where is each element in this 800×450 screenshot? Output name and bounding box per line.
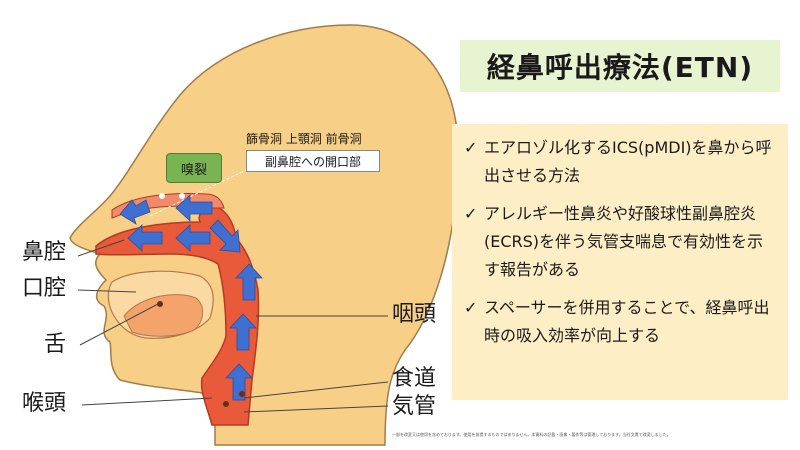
head-silhouette [69, 24, 459, 446]
sinus-dot [159, 193, 165, 199]
larynx-dot [223, 401, 229, 407]
sinus-opening-box: 副鼻腔への開口部 [246, 150, 380, 172]
arrow-up-1 [225, 363, 253, 401]
bullet-text: スペーサーを併用することで、経鼻呼出時の吸入効率が向上する [484, 298, 770, 345]
airflow-arrows [119, 194, 263, 401]
check-icon: ✓ [464, 138, 478, 157]
bullet-item: ✓ エアロゾル化するICS(pMDI)を鼻から呼出させる方法 [464, 134, 776, 190]
leader-lines [77, 239, 389, 413]
arrow-top [175, 194, 213, 222]
bullet-item: ✓ アレルギー性鼻炎や好酸球性副鼻腔炎(ECRS)を伴う気管支喘息で有効性を示す… [464, 200, 776, 284]
tongue-shape [123, 294, 203, 337]
sinus-dot [179, 193, 185, 199]
title-box: 経鼻呼出療法(ETN) [460, 40, 780, 92]
tongue-label: 舌 [44, 332, 67, 357]
pharynx-label: 咽頭 [392, 302, 437, 327]
sinus-pointer-line [149, 169, 247, 217]
info-box: ✓ エアロゾル化するICS(pMDI)を鼻から呼出させる方法 ✓ アレルギー性鼻… [452, 124, 788, 400]
arrow-up-3 [235, 263, 263, 301]
larynx-label: 喉頭 [22, 391, 67, 416]
arrow-mid-2 [127, 224, 163, 252]
trachea-label: 気管 [392, 394, 437, 419]
bullet-text: エアロゾル化するICS(pMDI)を鼻から呼出させる方法 [484, 138, 772, 185]
sinus-opening-label: 副鼻腔への開口部 [264, 154, 361, 169]
tongue-dot [157, 301, 163, 307]
check-icon: ✓ [464, 298, 478, 317]
footnote: 一部を改変又は使用を含めております。使用を前提するものではありません。本資料の記… [392, 432, 671, 437]
check-icon: ✓ [464, 204, 478, 223]
esophagus-label: 食道 [392, 366, 437, 391]
arrow-up-2 [229, 313, 257, 351]
arrow-diag [209, 219, 241, 253]
oral-cavity-label: 口腔 [22, 276, 67, 301]
bullet-item: ✓ スペーサーを併用することで、経鼻呼出時の吸入効率が向上する [464, 294, 776, 350]
arrow-front [119, 199, 151, 225]
arrow-mid-1 [175, 224, 211, 252]
bullet-text: アレルギー性鼻炎や好酸球性副鼻腔炎(ECRS)を伴う気管支喘息で有効性を示す報告… [484, 204, 764, 279]
esophagus-dot [239, 391, 245, 397]
nasal-cavity-label: 鼻腔 [22, 240, 67, 265]
olfactory-cleft-label: 嗅裂 [180, 162, 207, 178]
sinuses-label: 篩骨洞 上顎洞 前骨洞 [246, 132, 362, 146]
olfactory-cleft-box: 嗅裂 [166, 153, 222, 183]
olfactory-roof [111, 193, 225, 219]
page-title: 経鼻呼出療法(ETN) [486, 51, 754, 84]
